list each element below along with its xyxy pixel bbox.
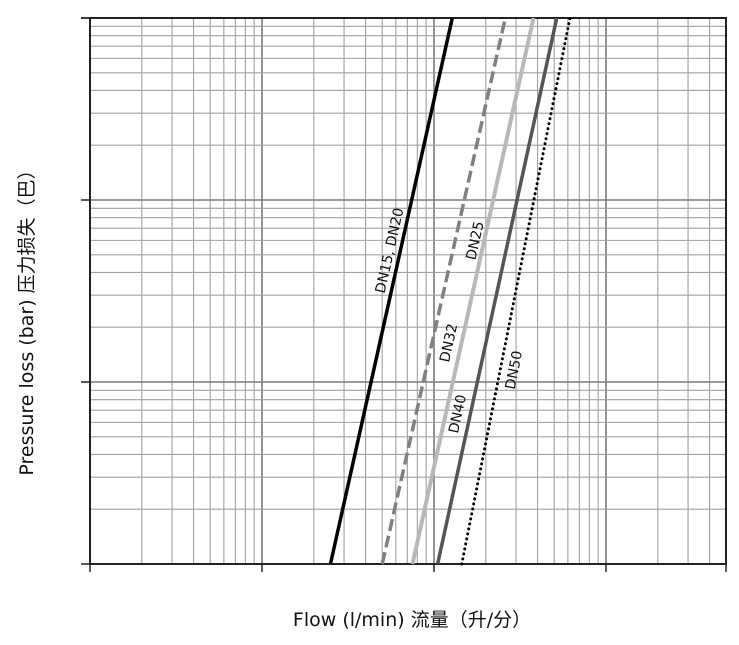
y-axis-title: Pressure loss (bar) 压力损失（巴） (16, 160, 38, 475)
series-line-dn15-dn20 (328, 17, 454, 565)
series-line-dn50 (460, 16, 572, 566)
x-axis-title: Flow (l/min) 流量（升/分） (293, 609, 531, 631)
series-line-dn32 (410, 17, 536, 565)
series-line-dn40 (435, 17, 559, 565)
series-lines (328, 16, 572, 566)
series-line-dn25 (380, 17, 508, 565)
axis-ticks (81, 17, 727, 572)
chart-grid (89, 17, 727, 565)
series-label: DN15, DN20 (373, 206, 408, 294)
series-label: DN50 (503, 349, 526, 390)
plot-frame (89, 17, 727, 565)
